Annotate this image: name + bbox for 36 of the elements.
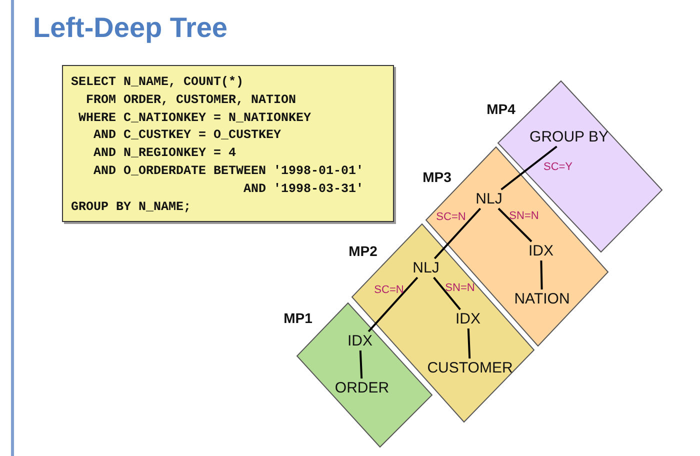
edge-label: SN=N	[445, 282, 475, 294]
code-line: FROM ORDER, CUSTOMER, NATION	[85, 92, 296, 109]
code-line: AND N_REGIONKEY = 4	[92, 145, 236, 162]
tree-node-label: GROUP BY	[530, 128, 608, 146]
code-line: AND C_CUSTKEY = O_CUSTKEY	[92, 127, 282, 144]
region-label: MP3	[422, 169, 452, 185]
tree-node-label: NLJ	[412, 260, 440, 276]
edge-label: SC=N	[436, 211, 466, 223]
tree-node-label: IDX	[528, 242, 554, 260]
tree-edge-line	[500, 146, 558, 190]
edge-label: SC=Y	[543, 161, 573, 173]
tree-edge-line	[433, 276, 461, 310]
code-line: WHERE C_NATIONKEY = N_NATIONKEY	[78, 110, 312, 127]
tree-node-label: NATION	[514, 290, 570, 308]
tree-node-label: ORDER	[334, 380, 390, 396]
title: Left-Deep Tree	[33, 12, 228, 44]
tree-edge-line	[359, 350, 363, 379]
sql-query-box	[62, 65, 394, 222]
tree-node-label: IDX	[348, 332, 372, 350]
edge-label: SN=N	[509, 210, 539, 222]
code-line: AND O_ORDERDATE BETWEEN '1998-01-01'	[92, 162, 364, 180]
tree-edge-line	[467, 328, 471, 359]
code-line: GROUP BY N_NAME;	[71, 198, 192, 216]
tree-edge-line	[540, 260, 543, 290]
tree-node-label: IDX	[456, 310, 480, 328]
region-label: MP2	[348, 243, 378, 259]
code-line: AND '1998-03-31'	[242, 180, 364, 198]
tree-edge-line	[434, 208, 482, 260]
tree-edge-line	[498, 208, 532, 242]
tree-node-label: CUSTOMER	[427, 360, 513, 376]
tree-node-label: NLJ	[476, 190, 502, 208]
region-label: MP1	[284, 310, 312, 326]
tree-edge-line	[368, 276, 418, 332]
region-label: MP4	[486, 101, 516, 117]
code-line: SELECT N_NAME, COUNT(*)	[71, 74, 244, 91]
edge-label: SC=N	[374, 284, 404, 296]
